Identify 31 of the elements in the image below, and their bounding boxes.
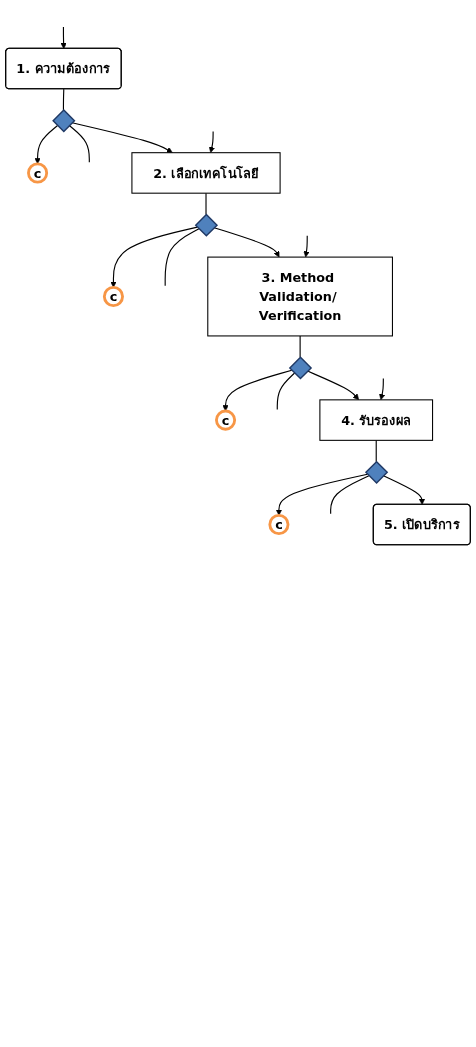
node-diamond bbox=[194, 213, 219, 237]
node-circle: c bbox=[102, 285, 124, 308]
connector bbox=[62, 88, 65, 111]
node-circle: c bbox=[268, 513, 290, 536]
connector bbox=[375, 439, 377, 463]
node-diamond bbox=[288, 356, 313, 380]
arrow bbox=[307, 370, 360, 401]
node-box: 2. เลือกเทคโนโลยี bbox=[131, 152, 281, 194]
connector bbox=[276, 372, 296, 410]
connector bbox=[299, 335, 301, 358]
node-box: 3. Method Validation/ Verification bbox=[207, 256, 393, 337]
arrow bbox=[275, 473, 369, 516]
arrow bbox=[213, 227, 280, 258]
node-diamond bbox=[364, 460, 389, 484]
connector bbox=[164, 228, 200, 287]
arrow bbox=[208, 130, 215, 153]
node-circle: c bbox=[215, 409, 237, 431]
node-circle: c bbox=[27, 162, 49, 184]
arrow bbox=[110, 226, 198, 288]
arrow bbox=[34, 125, 59, 165]
arrow bbox=[382, 475, 426, 505]
arrow bbox=[303, 235, 310, 258]
arrow bbox=[60, 26, 67, 49]
connector bbox=[68, 125, 90, 163]
node-diamond bbox=[52, 109, 76, 133]
arrow bbox=[379, 378, 386, 401]
arrow bbox=[222, 369, 293, 412]
arrow bbox=[71, 122, 173, 153]
connector bbox=[330, 475, 370, 515]
connector bbox=[205, 192, 207, 216]
node-box: 4. รับรองผล bbox=[319, 399, 434, 441]
